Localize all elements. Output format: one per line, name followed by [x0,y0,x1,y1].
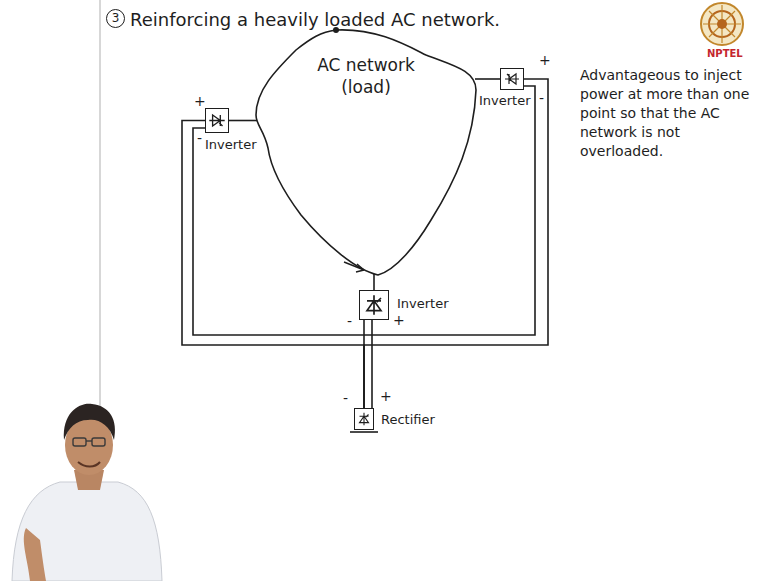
thyristor-symbol [206,109,228,132]
dc-wire [182,121,364,409]
dc-wire [372,86,535,335]
presenter [12,404,162,581]
polarity-sign: + [393,312,405,329]
dc-wire [182,121,364,409]
note-text: Advantageous to inject power at more tha… [580,66,762,160]
callout-number: 3 [106,9,125,28]
polarity-sign: - [343,390,348,407]
inverter-box: Inverter [205,108,229,133]
thyristor-symbol [505,74,519,84]
rectifier-box: Rectifier [354,408,374,430]
dc-wire [364,79,548,408]
dc-wire [371,320,373,408]
network-border [256,30,476,275]
thyristor-symbol [209,115,224,126]
margin-line [99,0,100,420]
thyristor-symbol [367,295,381,315]
thyristor-symbol [209,115,224,126]
polarity-sign: - [539,90,544,107]
converter-label: Inverter [479,93,531,109]
dc-wire [373,274,375,290]
network-label: AC network (load) [304,54,428,98]
polarity-sign: - [347,313,352,330]
converter-label: Inverter [205,137,257,153]
slide-title: Reinforcing a heavily loaded AC network. [130,9,500,31]
thyristor-symbol [360,291,388,319]
logo-text: NPTEL [707,48,743,60]
dc-wire [475,79,500,80]
dc-wire [374,274,375,290]
dc-wire [229,120,257,121]
thyristor-symbol [355,409,373,429]
logo [701,3,743,45]
dc-wire [229,120,257,122]
converter-label: Rectifier [381,412,435,428]
thyristor-symbol [360,413,369,426]
polarity-sign: + [380,388,392,405]
thyristor-symbol [505,74,519,84]
polarity-sign: + [539,52,551,69]
dc-wire [193,128,372,335]
dc-wire [364,79,548,408]
thyristor-symbol [367,295,381,315]
converter-label: Inverter [397,296,449,312]
inverter-box: Inverter [359,290,389,320]
polarity-sign: + [194,93,206,110]
polarity-sign: - [197,130,202,147]
inverter-box: Inverter [500,68,524,90]
thyristor-symbol [501,69,523,89]
thyristor-symbol [360,413,369,426]
network-outline: AC network (load) [256,30,476,275]
ground-line [350,431,378,433]
dc-wire [475,78,500,80]
